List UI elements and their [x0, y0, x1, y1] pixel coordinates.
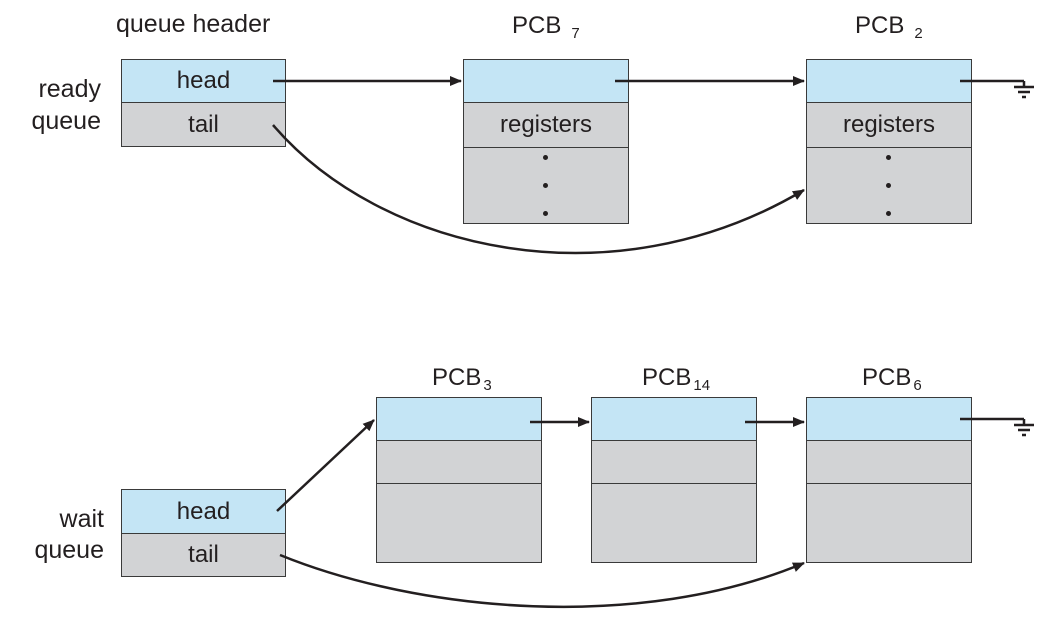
- wait-queue-tail-cell: tail: [121, 533, 286, 577]
- ready-queue-head-label: head: [176, 67, 231, 94]
- pcb-2-registers-label: registers: [842, 111, 936, 138]
- queue-header-title: queue header: [116, 10, 271, 38]
- pcb-6-link-field: [806, 397, 972, 441]
- wait-queue-tail-label: tail: [188, 541, 219, 568]
- pcb-3-row-cell: [376, 440, 542, 484]
- ready-queue-head-cell: head: [121, 59, 286, 103]
- pcb-6-row-cell: [806, 440, 972, 484]
- wait-queue-label-line1: wait: [59, 505, 104, 533]
- wait-queue-head-label: head: [176, 497, 231, 525]
- pcb-2-link-field: [806, 59, 972, 103]
- ready-queue-tail-label: tail: [188, 110, 219, 138]
- wait-queue-label-line2: queue: [34, 536, 104, 564]
- pcb-14-row-cell: [591, 440, 757, 484]
- ready-queue-label-line2: queue: [31, 107, 101, 135]
- pcb-7-link-field: [463, 59, 629, 103]
- pcb-14-body-cell: [591, 483, 757, 563]
- pcb-14-link-field: [591, 397, 757, 441]
- pcb-3-link-field: [376, 397, 542, 441]
- pcb-3-body-cell: [376, 483, 542, 563]
- wait-queue-head-cell: head: [121, 489, 286, 534]
- pcb-2-registers-cell: registers: [806, 102, 972, 148]
- pcb-7-registers-cell: registers: [463, 102, 629, 148]
- pcb-7-registers-label: registers: [499, 111, 593, 138]
- ready-queue-tail-cell: tail: [121, 102, 286, 147]
- wait-head-to-pcb3-arrow: [276, 419, 375, 512]
- ready-queue-label-line1: ready: [38, 75, 101, 103]
- pcb-6-body-cell: [806, 483, 972, 563]
